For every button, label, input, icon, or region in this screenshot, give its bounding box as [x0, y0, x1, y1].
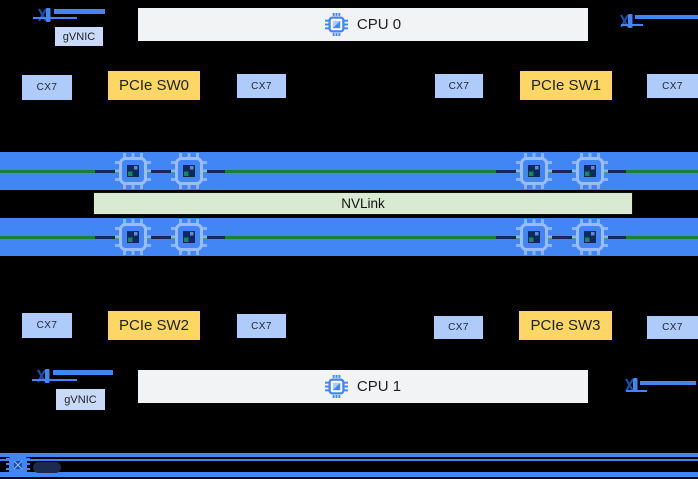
cpu1-node: CPU 1: [138, 370, 588, 403]
cpu0-node: CPU 0: [138, 8, 588, 41]
gpu-link-stub: [496, 170, 516, 173]
pcie-sw1-node: PCIe SW1: [520, 71, 612, 100]
cx7-label: CX7: [662, 322, 683, 333]
pcie-sw2-node: PCIe SW2: [108, 311, 200, 340]
pcie-sw1-label: PCIe SW1: [530, 77, 602, 94]
cx7-node: CX7: [237, 74, 286, 98]
network-link-line: [640, 381, 696, 385]
cx7-node: CX7: [22, 313, 72, 338]
gpu-chip-icon: [171, 219, 207, 255]
cx7-node: CX7: [434, 316, 483, 339]
gvnic-node: gVNIC: [56, 389, 105, 410]
cpu0-label: CPU 0: [356, 16, 402, 33]
nvlink-label: NVLink: [341, 196, 385, 211]
cx7-node: CX7: [22, 75, 72, 100]
gpu-chip-icon: [572, 219, 608, 255]
gpu-link-stub: [95, 170, 115, 173]
nvlink-wire: [0, 170, 698, 173]
gpu-link-stub: [496, 236, 516, 239]
gpu-chip-icon: [115, 153, 151, 189]
network-link-line: [621, 24, 643, 26]
gpu-link-stub: [207, 170, 225, 173]
gpu-link-stub: [95, 236, 115, 239]
gpu-chip-icon: [516, 219, 552, 255]
offload-chip-icon: [6, 454, 30, 476]
cx7-label: CX7: [448, 322, 469, 333]
nvlink-wire: [0, 236, 698, 239]
nic-link-icon: [37, 368, 53, 384]
gvnic-label: gVNIC: [64, 393, 97, 406]
pcie-sw0-label: PCIe SW0: [118, 77, 190, 94]
pcie-sw3-node: PCIe SW3: [519, 311, 612, 340]
network-link-line: [626, 390, 647, 392]
gpu-link-stub: [608, 170, 626, 173]
gpu-chip-icon: [516, 153, 552, 189]
cx7-label: CX7: [36, 320, 58, 331]
cpu-chip-icon: [325, 375, 348, 398]
pcie-sw2-label: PCIe SW2: [118, 317, 190, 334]
cx7-node: CX7: [647, 316, 698, 339]
nic-link-icon: [38, 7, 54, 23]
network-rail-line: [0, 459, 698, 461]
pcie-sw3-label: PCIe SW3: [530, 317, 601, 334]
cx7-label: CX7: [251, 320, 272, 332]
cpu1-label: CPU 1: [356, 378, 402, 395]
gvnic-node: gVNIC: [55, 27, 103, 46]
nvlink-bus: NVLink: [93, 192, 633, 215]
cx7-node: CX7: [435, 74, 483, 98]
cx7-label: CX7: [251, 80, 272, 92]
gpu-link-stub: [207, 236, 225, 239]
gpu-chip-icon: [171, 153, 207, 189]
offload-pill: [33, 462, 61, 473]
network-link-line: [53, 370, 113, 375]
cx7-label: CX7: [448, 80, 470, 92]
gpu-link-stub: [151, 236, 171, 239]
network-rail-band: [0, 472, 698, 477]
gpu-link-stub: [151, 170, 171, 173]
network-rail-line: [0, 453, 698, 457]
cx7-node: CX7: [647, 74, 698, 98]
gvnic-label: gVNIC: [62, 30, 96, 43]
network-link-line: [32, 379, 77, 381]
network-link-line: [635, 15, 698, 19]
gpu-link-stub: [608, 236, 626, 239]
cx7-node: CX7: [237, 314, 286, 338]
cx7-label: CX7: [662, 80, 683, 92]
pcie-sw0-node: PCIe SW0: [108, 71, 200, 100]
network-link-line: [33, 17, 77, 19]
gpu-link-stub: [552, 236, 572, 239]
cpu-chip-icon: [325, 13, 348, 36]
gpu-link-stub: [552, 170, 572, 173]
gpu-chip-icon: [572, 153, 608, 189]
network-link-line: [54, 9, 105, 14]
nic-link-icon: [620, 13, 636, 29]
cx7-label: CX7: [36, 82, 58, 93]
gpu-chip-icon: [115, 219, 151, 255]
